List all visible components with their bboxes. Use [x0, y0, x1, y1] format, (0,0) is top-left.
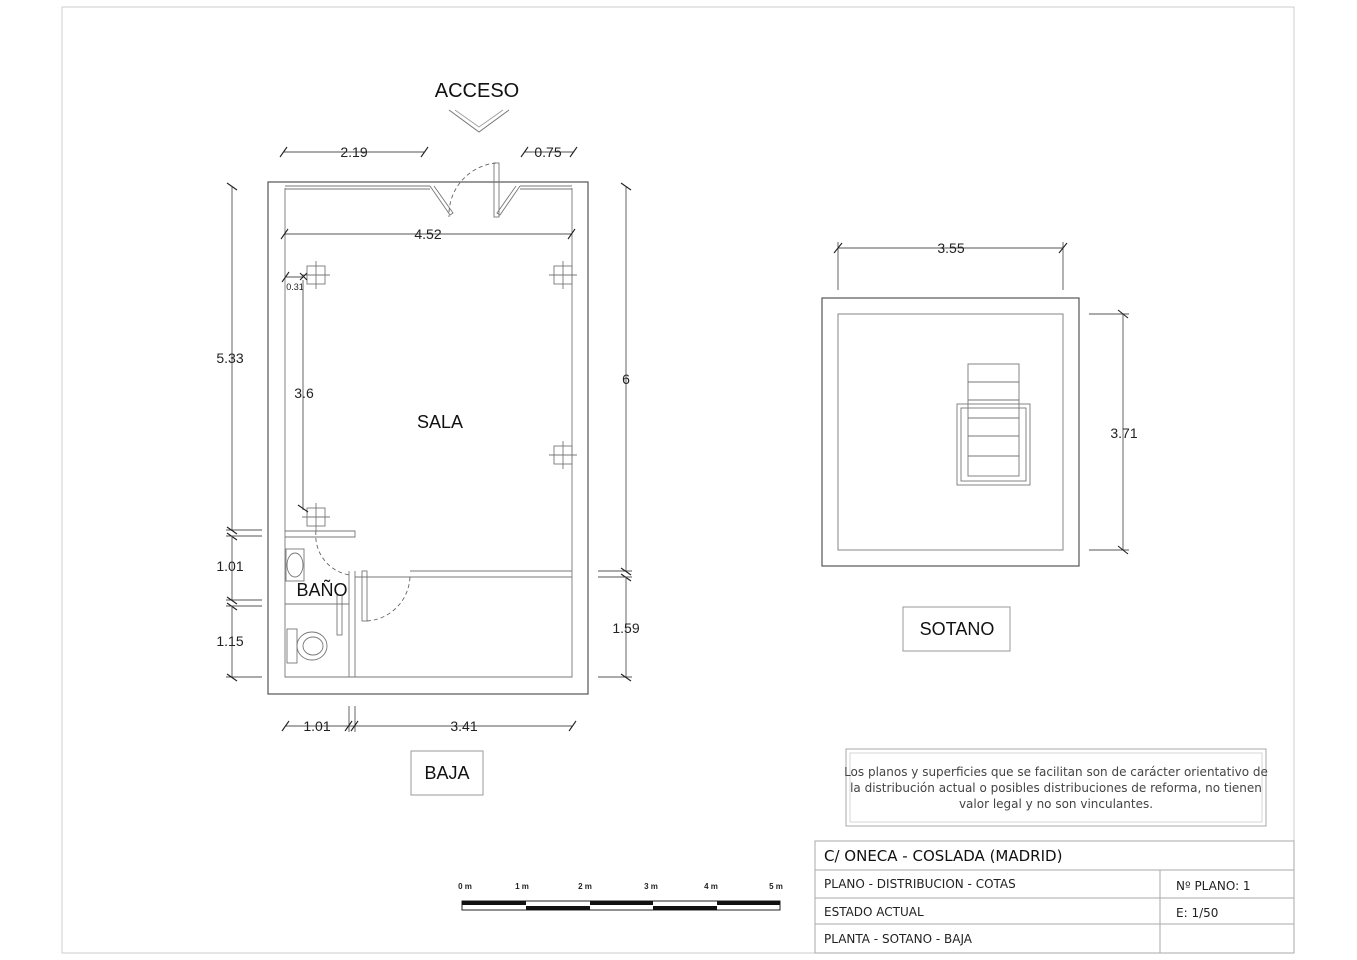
title-planta: PLANTA - SOTANO - BAJA	[824, 932, 973, 946]
scale-label-0: 0 m	[458, 882, 472, 891]
access-arrow-icon	[448, 109, 510, 133]
dim-bath-lower: 1.15	[216, 633, 243, 649]
sink-icon	[285, 548, 305, 582]
title-block: C/ ONECA - COSLADA (MADRID) PLANO - DIST…	[814, 840, 1295, 954]
dim-bottom-right: 3.41	[450, 718, 477, 734]
note-line-3: valor legal y no son vinculantes.	[959, 797, 1153, 811]
baja-plan: SALA BAÑO 2.19 0.75 4.52 0.31 3.6 5.33	[216, 144, 640, 796]
entry-door-swing	[448, 162, 497, 218]
baja-label-box	[410, 750, 484, 796]
dim-sotano-width: 3.55	[937, 240, 964, 256]
dim-inner-left: 3.6	[294, 385, 314, 401]
dim-right-lower: 1.59	[612, 620, 639, 636]
access-label: ACCESO	[435, 80, 519, 102]
sotano-outer-wall	[821, 297, 1080, 567]
disclaimer-note: Los planos y superficies que se facilita…	[844, 748, 1268, 827]
sotano-plan: 3.55 3.71 SOTANO	[821, 240, 1138, 652]
dim-right-height: 6	[622, 371, 630, 387]
title-num-plano: Nº PLANO: 1	[1176, 879, 1251, 893]
scale-bar: 0 m 1 m 2 m 3 m 4 m 5 m	[458, 882, 783, 911]
scale-label-1: 1 m	[515, 882, 529, 891]
sotano-label-box	[902, 606, 1011, 652]
scale-label-2: 2 m	[578, 882, 592, 891]
sheet-border	[61, 6, 1295, 954]
outer-wall	[267, 181, 589, 695]
dim-top-right: 0.75	[534, 144, 561, 160]
title-address: C/ ONECA - COSLADA (MADRID)	[824, 847, 1062, 865]
stairs-icon	[956, 363, 1031, 486]
column-marks	[302, 261, 577, 531]
toilet-icon	[286, 628, 328, 664]
bath-door-swing	[366, 574, 411, 622]
dim-bath-upper: 1.01	[216, 558, 243, 574]
scale-label-5: 5 m	[769, 882, 783, 891]
dim-sotano-height: 3.71	[1110, 425, 1137, 441]
note-line-2: la distribución actual o posibles distri…	[850, 781, 1262, 795]
dim-small-offset: 0.31	[286, 282, 304, 292]
dim-top-left: 2.19	[340, 144, 367, 160]
dim-bottom-left: 1.01	[303, 718, 330, 734]
note-line-1: Los planos y superficies que se facilita…	[844, 765, 1268, 779]
scale-label-3: 3 m	[644, 882, 658, 891]
dim-left-height: 5.33	[216, 350, 243, 366]
room-label-bano: BAÑO	[296, 579, 347, 600]
title-escala: E: 1/50	[1176, 906, 1218, 920]
dim-inner-width: 4.52	[414, 226, 441, 242]
scale-label-4: 4 m	[704, 882, 718, 891]
title-estado: ESTADO ACTUAL	[824, 905, 924, 919]
sotano-label: SOTANO	[920, 619, 995, 639]
room-label-sala: SALA	[417, 412, 463, 432]
title-plano: PLANO - DISTRIBUCION - COTAS	[824, 877, 1016, 891]
baja-label: BAJA	[424, 763, 469, 783]
